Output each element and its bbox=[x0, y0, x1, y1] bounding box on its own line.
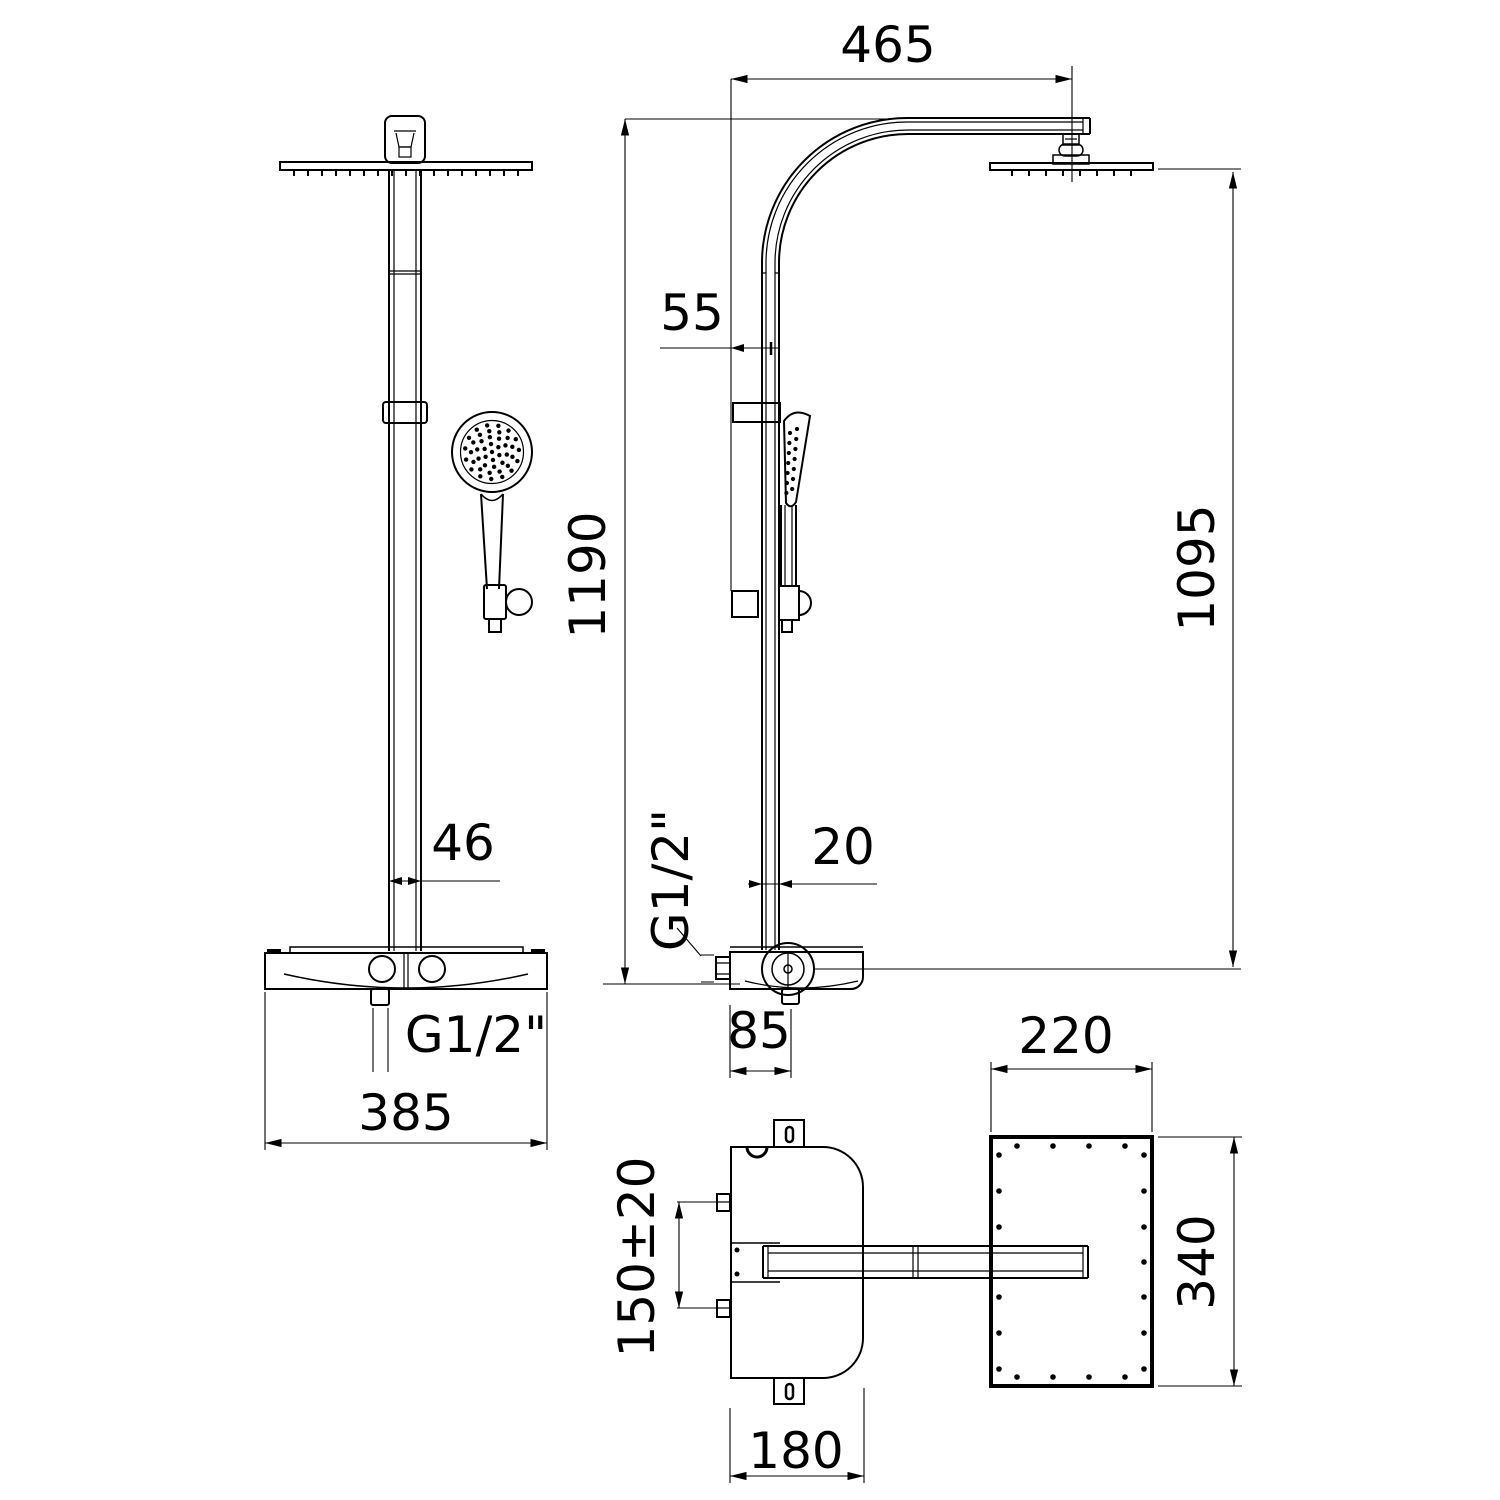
hand-shower-front bbox=[451, 411, 533, 633]
spray-dots bbox=[784, 426, 800, 496]
shower-arm-top bbox=[762, 1245, 1089, 1279]
rain-head-edge bbox=[279, 161, 533, 176]
slider-clamp bbox=[382, 401, 428, 424]
shower-column bbox=[382, 170, 428, 951]
dim-top-head-width: 220 bbox=[1018, 1007, 1113, 1065]
left-knob bbox=[368, 955, 396, 983]
valve-body-top bbox=[716, 1119, 864, 1405]
dim-side-wall-to-column: 55 bbox=[660, 284, 724, 342]
dim-side-inlet-thread: G1/2" bbox=[642, 809, 700, 951]
outlet-side bbox=[781, 988, 800, 1005]
wall-bracket bbox=[731, 590, 759, 618]
holder-side bbox=[778, 585, 800, 621]
side-dimensions: 465 55 20 G1/2" 85 1095 bbox=[642, 16, 1241, 1078]
riser-pipe-side bbox=[761, 117, 1091, 950]
dim-front-column-width: 46 bbox=[431, 814, 495, 872]
spray-dots bbox=[463, 423, 522, 482]
rain-head-top bbox=[989, 1135, 1154, 1388]
bracket-slot bbox=[784, 1382, 795, 1401]
front-dimensions: 1190 46 G1/2" 385 bbox=[264, 118, 890, 1150]
dim-front-total-height: 1190 bbox=[559, 511, 617, 638]
head-ball-joint bbox=[1052, 133, 1090, 165]
front-view: 1190 46 G1/2" 385 bbox=[264, 115, 890, 1150]
dim-side-head-to-shelf: 1095 bbox=[1168, 504, 1226, 631]
holder-knob bbox=[505, 588, 533, 616]
valve-body-side bbox=[715, 942, 864, 1005]
dim-side-arm-reach: 465 bbox=[840, 16, 935, 74]
dim-top-head-length: 340 bbox=[1168, 1214, 1226, 1309]
dim-top-body-width: 180 bbox=[748, 1422, 843, 1480]
pipe-notch bbox=[745, 1146, 769, 1159]
mounting-bracket-bottom bbox=[773, 1377, 805, 1405]
top-dimensions: 220 340 180 150±20 bbox=[608, 1007, 1242, 1483]
inlet-fitting-side bbox=[715, 956, 731, 980]
dim-front-base-width: 385 bbox=[358, 1084, 453, 1142]
side-view: 465 55 20 G1/2" 85 1095 bbox=[642, 16, 1241, 1078]
dim-top-inlet-spacing: 150±20 bbox=[608, 1157, 666, 1358]
right-knob bbox=[418, 955, 446, 983]
dim-side-shelf-depth: 85 bbox=[727, 1002, 791, 1060]
top-connector bbox=[384, 115, 426, 164]
hand-shower-side bbox=[731, 411, 812, 633]
bottom-outlet bbox=[370, 988, 390, 1006]
top-view: 220 340 180 150±20 bbox=[608, 1007, 1242, 1483]
slider-clamp-side bbox=[732, 402, 781, 423]
nozzle-ticks bbox=[1011, 170, 1132, 176]
bracket-slot bbox=[784, 1125, 795, 1144]
valve-body-front bbox=[264, 946, 548, 1006]
hand-shower-holder bbox=[483, 584, 507, 620]
spray-nozzle-dots bbox=[996, 1143, 1147, 1380]
dim-front-outlet-thread: G1/2" bbox=[405, 1006, 547, 1064]
dim-side-column-depth: 20 bbox=[811, 818, 875, 876]
mounting-bracket-top bbox=[773, 1119, 805, 1148]
